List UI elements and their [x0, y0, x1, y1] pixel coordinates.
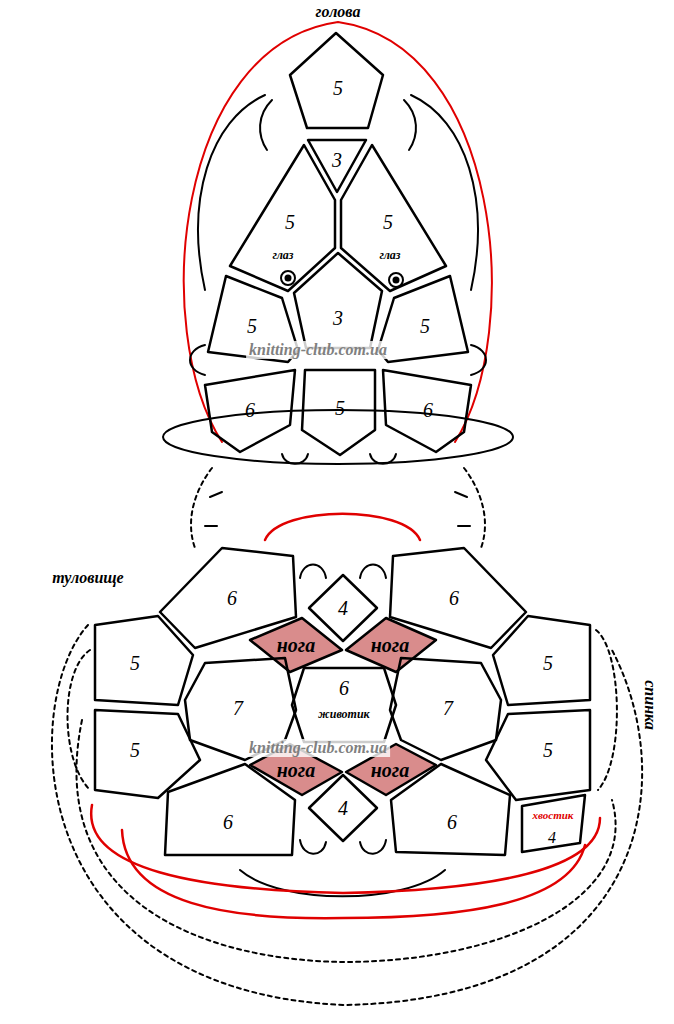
patch-shape: [309, 775, 377, 841]
watermark: knitting-club.com.ua: [246, 341, 390, 359]
patch-shape: [205, 370, 295, 452]
stitch-count: хвостик: [533, 810, 574, 821]
part-name: спинка: [642, 680, 658, 730]
stitch-count: 3: [332, 150, 342, 170]
patch-outline: [294, 253, 382, 348]
stitch-count: 5: [543, 740, 553, 760]
patch-shape: [390, 658, 501, 760]
crochet-patch: 5: [378, 276, 468, 362]
stitch-count: 6: [447, 812, 457, 832]
stitch-count: 4: [338, 598, 348, 618]
stitch-count: нога: [371, 760, 410, 780]
crochet-patch: 5: [486, 710, 590, 800]
patch-shape: [294, 253, 382, 348]
stitch-count: нога: [277, 635, 316, 655]
crochet-patch: хвостик 4: [522, 795, 585, 852]
patch-note: 4: [548, 830, 556, 846]
crochet-patch: 4: [309, 775, 377, 841]
patch-shape: [493, 616, 590, 705]
stitch-count: 5: [130, 653, 140, 673]
stitch-count: 6: [339, 678, 349, 698]
patch-shape: [165, 764, 295, 855]
crochet-patch: 6: [165, 764, 295, 855]
stitch-count: нога: [371, 635, 410, 655]
stitch-count: 5: [543, 653, 553, 673]
patch-outline: [391, 764, 510, 855]
patch-shape: [486, 710, 590, 800]
patch-shape: [378, 276, 468, 362]
crochet-patch: 5: [95, 616, 193, 705]
crochet-patch: 7: [390, 658, 501, 760]
part-name: туловище: [52, 570, 123, 586]
crochet-patch: 5: [302, 370, 375, 455]
stitch-count: 3: [333, 308, 343, 328]
stitch-count: 6: [245, 400, 255, 420]
patch-outline: [493, 616, 590, 705]
stitch-count: 5: [130, 740, 140, 760]
patch-shape: [290, 33, 383, 128]
stitch-count: 5: [333, 78, 343, 98]
stitch-count: 4: [338, 798, 348, 818]
patch-shape: [383, 370, 471, 452]
patch-outline: [95, 616, 193, 705]
leg-patch: нога: [346, 618, 436, 672]
patch-shape: [391, 764, 510, 855]
patch-shape: [346, 618, 436, 672]
stitch-count: 5: [335, 398, 345, 418]
patch-outline: [165, 764, 295, 855]
patch-note: глаз: [272, 249, 293, 261]
crochet-patch: 5: [493, 616, 590, 705]
patch-shape: [522, 795, 585, 852]
stitch-count: 5: [247, 316, 257, 336]
stitch-count: 5: [420, 316, 430, 336]
crochet-patch: 5: [290, 33, 383, 128]
patch-shape: [302, 370, 375, 455]
part-name: голова: [316, 4, 361, 20]
stitch-count: 6: [423, 400, 433, 420]
stitch-count: 6: [227, 588, 237, 608]
stitch-count: 5: [285, 212, 295, 232]
crochet-patch: 3: [294, 253, 382, 348]
crochet-patch: 6: [383, 370, 471, 452]
stitch-count: 6: [223, 812, 233, 832]
stitch-count: 5: [383, 212, 393, 232]
stitch-count: нога: [277, 760, 316, 780]
patch-shape: [95, 616, 193, 705]
stitch-count: 6: [449, 588, 459, 608]
patch-note: животик: [318, 708, 369, 720]
stitch-count: 7: [233, 698, 243, 718]
leg-patch: нога: [250, 618, 342, 672]
patch-shape: [250, 618, 342, 672]
patch-outline: [486, 710, 590, 800]
stitch-count: 7: [443, 698, 453, 718]
crochet-patch: 6 животик: [292, 668, 396, 742]
patch-shape: [292, 668, 396, 742]
crochet-patch: 6: [391, 764, 510, 855]
crochet-patch: 6: [205, 370, 295, 452]
watermark: knitting-club.com.ua: [246, 739, 390, 757]
patch-note: глаз: [379, 249, 400, 261]
